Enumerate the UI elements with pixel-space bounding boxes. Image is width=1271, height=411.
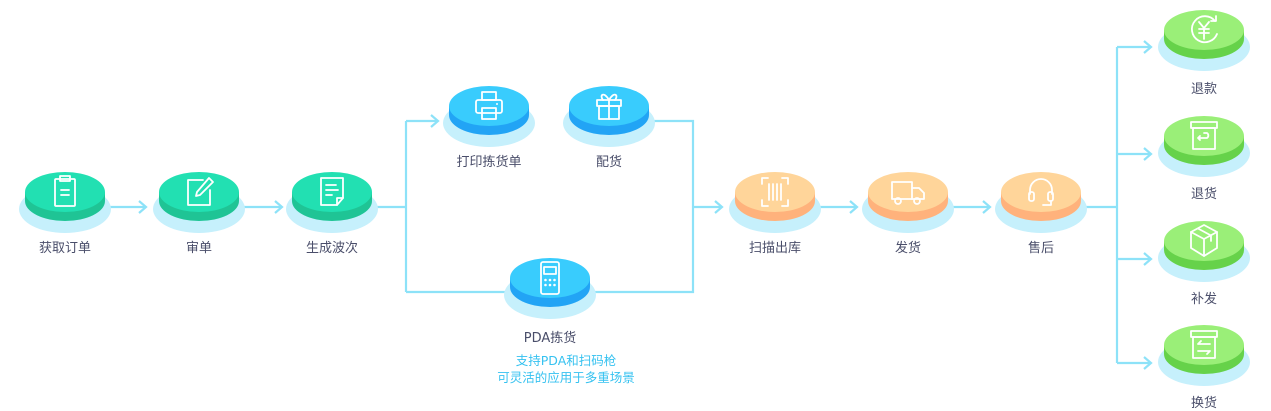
arrowhead <box>1143 40 1153 54</box>
node-review: 审单 <box>151 170 247 256</box>
return-box-icon <box>1190 121 1218 150</box>
barcode-scan-icon <box>761 177 789 207</box>
node-disc <box>153 172 245 233</box>
truck-icon <box>891 181 925 205</box>
node-label: 退货 <box>1190 187 1217 202</box>
node-create-wave: 生成波次 <box>284 170 380 256</box>
node-label: 补发 <box>1190 292 1217 307</box>
node-label: 售后 <box>1027 241 1054 256</box>
node-disc <box>19 172 111 233</box>
gift-icon <box>596 93 622 120</box>
arrowhead <box>1143 356 1153 370</box>
arrowhead <box>1143 252 1153 266</box>
node-disc <box>443 86 535 147</box>
pda-note-line1: 支持PDA和扫码枪 <box>515 353 617 368</box>
node-label: 生成波次 <box>305 241 358 256</box>
node-label: 扫描出库 <box>748 241 801 256</box>
node-label: 配货 <box>595 155 622 170</box>
node-label: 退款 <box>1190 82 1217 97</box>
connector-aftersales-split <box>1086 45 1151 365</box>
node-disc <box>1158 116 1250 177</box>
arrowhead <box>274 200 284 214</box>
node-pda-pick: PDA拣货 <box>502 256 598 346</box>
arrowhead <box>714 200 724 214</box>
node-after-sales: 售后 <box>993 170 1089 256</box>
node-refund: 退款 <box>1156 8 1252 97</box>
arrowhead <box>849 200 859 214</box>
node-exchange: 换货 <box>1156 323 1252 411</box>
node-label: 审单 <box>185 241 212 256</box>
node-get-order: 获取订单 <box>17 170 113 256</box>
node-disc <box>862 172 954 233</box>
connector-wave-split <box>376 119 508 294</box>
document-icon <box>320 177 344 206</box>
headset-icon <box>1028 178 1054 206</box>
node-disc <box>286 172 378 233</box>
refund-yen-icon <box>1191 15 1218 44</box>
node-label: 获取订单 <box>38 241 91 256</box>
node-scan-out: 扫描出库 <box>727 170 823 256</box>
arrowhead <box>1143 147 1153 161</box>
arrowhead <box>430 114 440 128</box>
pda-note-line2: 可灵活的应用于多重场景 <box>497 370 635 385</box>
node-label: PDA拣货 <box>523 331 577 346</box>
node-label: 发货 <box>894 241 921 256</box>
node-ship: 发货 <box>860 170 956 256</box>
node-disc <box>729 172 821 233</box>
connector-merge <box>592 119 722 294</box>
node-allocate: 配货 <box>561 84 657 170</box>
clipboard-icon <box>54 175 76 207</box>
package-icon <box>1190 224 1218 257</box>
node-return: 退货 <box>1156 114 1252 202</box>
pda-note: 支持PDA和扫码枪 可灵活的应用于多重场景 <box>456 352 676 386</box>
arrowhead <box>138 200 148 214</box>
pda-icon <box>540 261 560 295</box>
node-label: 换货 <box>1190 396 1217 411</box>
node-reship: 补发 <box>1156 219 1252 307</box>
node-print-picklist: 打印拣货单 <box>441 84 537 170</box>
printer-icon <box>475 91 503 120</box>
node-disc <box>504 258 596 319</box>
node-label: 打印拣货单 <box>456 155 522 170</box>
node-disc <box>995 172 1087 233</box>
exchange-box-icon <box>1190 330 1218 359</box>
edit-icon <box>187 177 214 206</box>
node-disc <box>1158 325 1250 386</box>
arrowhead <box>982 200 992 214</box>
